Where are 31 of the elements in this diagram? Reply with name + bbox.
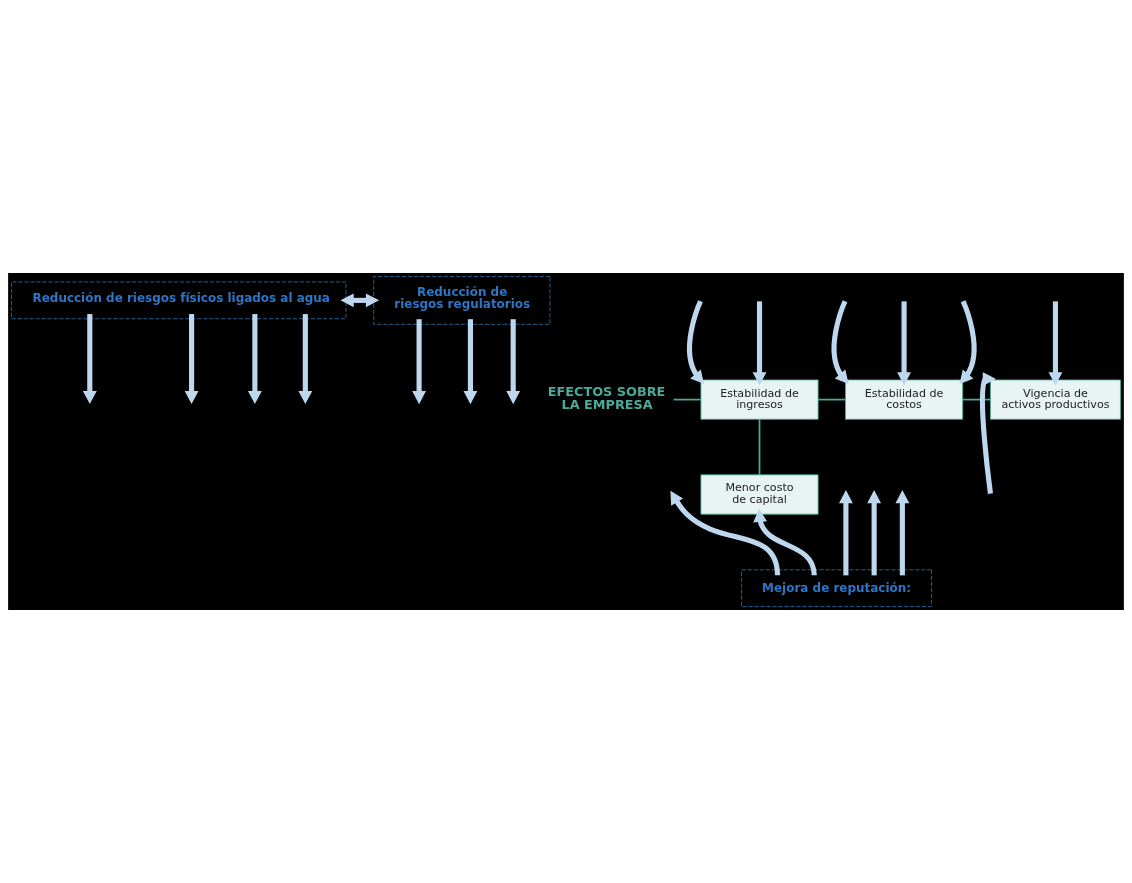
node-box: Reducción de riesgos regulatorios (373, 276, 551, 325)
arrow (340, 293, 380, 308)
arrow (298, 314, 313, 405)
arrow (831, 300, 849, 385)
connector (672, 398, 702, 401)
connector (758, 418, 761, 476)
arrow (687, 300, 705, 385)
arrow (752, 301, 767, 386)
arrow (82, 314, 97, 405)
arrow (867, 490, 882, 576)
connector (817, 398, 847, 401)
node-box: Estabilidad de costos (845, 379, 964, 420)
arrow (838, 490, 853, 576)
arrow (412, 319, 427, 405)
arrow (895, 490, 910, 576)
connector (962, 398, 992, 401)
node-box: Reducción de riesgos físicos ligados al agua (11, 281, 347, 320)
arrow (979, 372, 996, 494)
node-box: Vigencia de activos productivos (990, 379, 1121, 420)
arrow (1048, 301, 1063, 386)
node-box: Estabilidad de ingresos (700, 379, 819, 420)
arrow (247, 314, 262, 405)
node-box: Menor costo de capital (700, 474, 819, 515)
node-text: EFECTOS SOBRE LA EMPRESA (547, 384, 666, 412)
arrow (506, 319, 521, 405)
arrow (184, 314, 199, 405)
arrow (897, 301, 911, 386)
arrow (959, 300, 977, 385)
node-box: Mejora de reputación: (741, 569, 932, 607)
arrow (463, 319, 478, 405)
arrow (753, 508, 817, 576)
